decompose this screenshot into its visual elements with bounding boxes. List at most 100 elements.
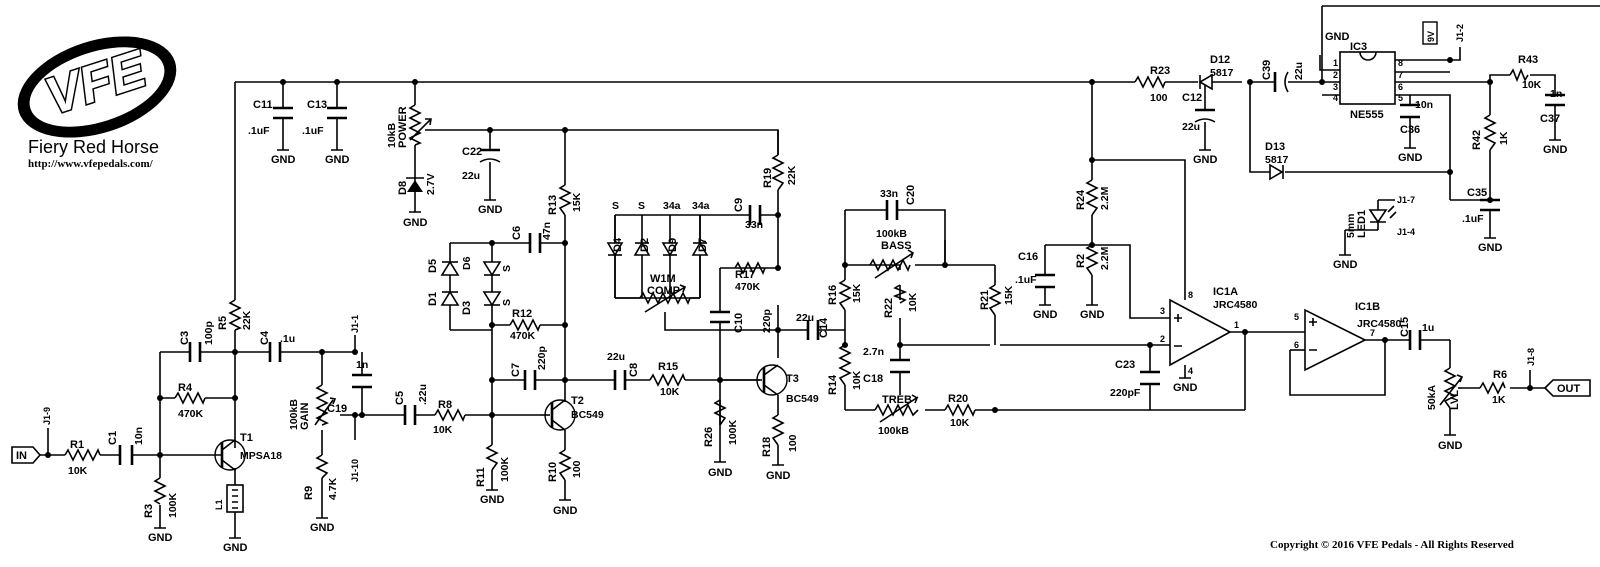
svg-text:22u: 22u: [607, 351, 625, 363]
svg-text:R13: R13: [547, 195, 559, 215]
svg-text:2.2M: 2.2M: [1099, 186, 1111, 210]
svg-text:100: 100: [1150, 92, 1168, 104]
svg-text:R6: R6: [1493, 369, 1507, 381]
svg-text:10kB: 10kB: [386, 122, 398, 148]
svg-text:C8: C8: [628, 363, 640, 377]
svg-text:BASS: BASS: [881, 240, 912, 252]
capacitor-symbols: [118, 71, 1565, 465]
svg-text:GND: GND: [1543, 144, 1568, 156]
svg-text:J1-10: J1-10: [350, 459, 360, 482]
svg-text:D5: D5: [427, 259, 439, 273]
svg-text:33n: 33n: [880, 188, 898, 200]
svg-text:JRC4580: JRC4580: [1357, 318, 1402, 330]
svg-text:100kB: 100kB: [876, 228, 907, 240]
svg-text:10n: 10n: [133, 427, 145, 445]
svg-text:JRC4580: JRC4580: [1213, 299, 1258, 311]
svg-text:R15: R15: [658, 361, 678, 373]
svg-text:GAIN: GAIN: [299, 402, 311, 430]
svg-text:220pF: 220pF: [1110, 387, 1141, 399]
svg-text:T2: T2: [571, 395, 584, 407]
svg-text:GND: GND: [148, 532, 173, 544]
svg-text:9V: 9V: [1426, 31, 1436, 42]
svg-text:R12: R12: [512, 308, 532, 320]
svg-text:C23: C23: [1115, 359, 1135, 371]
svg-text:34a: 34a: [692, 200, 710, 212]
svg-text:100kB: 100kB: [878, 425, 909, 437]
svg-text:J1-4: J1-4: [1397, 227, 1415, 237]
svg-text:C14: C14: [818, 317, 830, 338]
resistor-symbols: [64, 67, 1529, 505]
svg-text:S: S: [638, 200, 645, 212]
svg-text:.1u: .1u: [280, 333, 295, 345]
svg-text:.1uF: .1uF: [1015, 274, 1037, 286]
svg-text:.1uF: .1uF: [1462, 213, 1484, 225]
wires: [40, 5, 1600, 538]
svg-text:GND: GND: [1080, 309, 1105, 321]
output-port: OUT: [1543, 379, 1591, 397]
svg-text:R5: R5: [217, 316, 229, 330]
svg-text:C36: C36: [1400, 124, 1420, 136]
svg-text:C3: C3: [179, 331, 191, 345]
svg-text:15K: 15K: [571, 192, 583, 212]
svg-text:22u: 22u: [1293, 62, 1305, 80]
svg-text:R20: R20: [948, 393, 968, 405]
svg-text:4: 4: [1188, 366, 1193, 376]
svg-text:15K: 15K: [1003, 285, 1015, 305]
svg-text:10K: 10K: [1522, 79, 1542, 91]
svg-text:10K: 10K: [660, 386, 680, 398]
svg-text:470K: 470K: [178, 408, 204, 420]
svg-text:1: 1: [1333, 58, 1338, 68]
svg-text:R16: R16: [827, 285, 839, 305]
svg-text:R22: R22: [883, 298, 895, 318]
svg-text:GND: GND: [223, 542, 248, 554]
svg-text:22u: 22u: [796, 312, 814, 324]
svg-text:1n: 1n: [356, 359, 368, 371]
svg-text:C39: C39: [1261, 60, 1273, 80]
pin-numbers: 1 2 3 4 5 6 7 8 3 2 1 8 4 5 6 7: [1160, 58, 1403, 376]
svg-text:5: 5: [1398, 93, 1403, 103]
svg-text:D6: D6: [461, 256, 473, 270]
svg-text:BC549: BC549: [786, 393, 819, 405]
svg-text:GND: GND: [1173, 382, 1198, 394]
svg-text:J1-9: J1-9: [42, 407, 52, 425]
copyright-text: Copyright © 2016 VFE Pedals - All Rights…: [1270, 539, 1514, 551]
svg-text:D12: D12: [1210, 54, 1230, 66]
svg-text:C18: C18: [863, 373, 883, 385]
svg-text:1K: 1K: [1492, 394, 1506, 406]
svg-text:.22u: .22u: [417, 384, 429, 405]
svg-text:6: 6: [1398, 82, 1403, 92]
svg-text:6: 6: [1294, 340, 1299, 350]
svg-text:R1: R1: [70, 439, 84, 451]
vfe-logo: VFE: [17, 36, 177, 138]
svg-text:.1uF: .1uF: [302, 125, 324, 137]
svg-text:50kA: 50kA: [1426, 384, 1438, 410]
svg-text:R17: R17: [735, 269, 755, 281]
svg-text:D2: D2: [639, 238, 651, 252]
svg-text:TREB: TREB: [882, 394, 912, 406]
ground-labels: GND GND GND GND GND GND GND GND GND GND …: [148, 31, 1568, 554]
svg-text:IC1A: IC1A: [1213, 286, 1238, 298]
component-labels: R1 10K C1 10n R3 100K R4 470K C3 100p R5…: [68, 41, 1562, 518]
svg-text:C20: C20: [905, 185, 917, 205]
svg-text:100kB: 100kB: [288, 399, 300, 430]
svg-text:47n: 47n: [541, 222, 553, 240]
svg-text:22K: 22K: [786, 165, 798, 185]
svg-text:5817: 5817: [1210, 67, 1234, 79]
svg-text:R23: R23: [1150, 65, 1170, 77]
svg-text:IC3: IC3: [1350, 41, 1367, 53]
svg-text:5817: 5817: [1265, 154, 1289, 166]
svg-text:R3: R3: [143, 504, 155, 518]
svg-text:R11: R11: [475, 467, 487, 487]
svg-text:470K: 470K: [510, 330, 536, 342]
svg-text:470K: 470K: [735, 281, 761, 293]
svg-text:R8: R8: [438, 399, 452, 411]
diode-symbols: [406, 73, 1397, 307]
svg-text:GND: GND: [271, 154, 296, 166]
svg-text:S: S: [501, 299, 513, 306]
svg-text:GND: GND: [1325, 31, 1350, 43]
svg-text:10K: 10K: [907, 292, 919, 312]
svg-text:8: 8: [1398, 58, 1403, 68]
svg-text:10K: 10K: [68, 465, 88, 477]
svg-text:GND: GND: [310, 522, 335, 534]
svg-text:T1: T1: [240, 432, 253, 444]
